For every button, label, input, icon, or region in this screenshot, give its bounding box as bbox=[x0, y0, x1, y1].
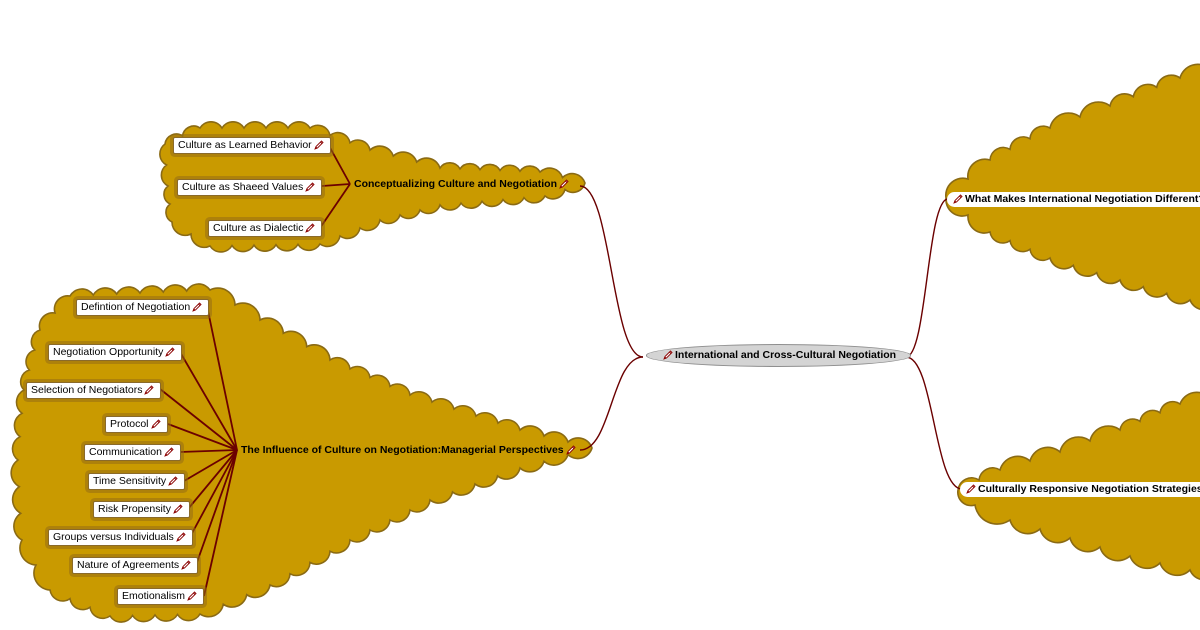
leaf-label: Culture as Learned Behavior bbox=[178, 139, 312, 151]
leaf-label: Communication bbox=[89, 446, 162, 458]
leaf-culture-shared-values[interactable]: Culture as Shaeed Values bbox=[177, 179, 323, 196]
branch-label: The Influence of Culture on Negotiation:… bbox=[241, 444, 564, 456]
pencil-icon[interactable] bbox=[181, 560, 191, 571]
connector-conceptualizing-leaf bbox=[321, 183, 351, 187]
pencil-icon[interactable] bbox=[164, 447, 174, 458]
pencil-icon[interactable] bbox=[565, 445, 576, 456]
pencil-icon[interactable] bbox=[168, 476, 178, 487]
leaf-risk-propensity[interactable]: Risk Propensity bbox=[93, 501, 190, 518]
connector-influence-leaf bbox=[189, 449, 238, 538]
leaf-label: Time Sensitivity bbox=[93, 475, 167, 487]
connector-conceptualizing-leaf bbox=[319, 183, 351, 229]
pencil-icon[interactable] bbox=[192, 302, 202, 313]
branch-label: Conceptualizing Culture and Negotiation bbox=[354, 178, 557, 190]
pencil-icon[interactable] bbox=[305, 223, 316, 234]
pencil-icon[interactable] bbox=[559, 179, 569, 190]
leaf-label: Protocol bbox=[110, 418, 149, 430]
branch-international[interactable]: What Makes International Negotiation Dif… bbox=[947, 192, 1200, 207]
leaf-culture-learned-behavior[interactable]: Culture as Learned Behavior bbox=[173, 137, 331, 154]
connector-influence-leaf bbox=[179, 351, 238, 451]
branch-label: What Makes International Negotiation Dif… bbox=[965, 193, 1200, 205]
leaf-communication[interactable]: Communication bbox=[84, 444, 181, 461]
connector-influence-leaf bbox=[167, 423, 238, 451]
connector-root-responsive bbox=[905, 356, 963, 490]
connector-conceptualizing-leaf bbox=[327, 143, 351, 185]
leaf-label: Culture as Shaeed Values bbox=[182, 181, 304, 193]
connector-root-international bbox=[905, 198, 949, 358]
connector-influence-leaf bbox=[187, 449, 238, 510]
pencil-icon[interactable] bbox=[165, 347, 175, 358]
branch-responsive[interactable]: Culturally Responsive Negotiation Strate… bbox=[960, 482, 1200, 497]
leaf-culture-dialectic[interactable]: Culture as Dialectic bbox=[208, 220, 323, 237]
leaf-label: Nature of Agreements bbox=[77, 559, 180, 571]
pencil-icon[interactable] bbox=[313, 140, 324, 151]
pencil-icon[interactable] bbox=[966, 484, 976, 495]
branch-label: Culturally Responsive Negotiation Strate… bbox=[978, 483, 1200, 495]
pencil-icon[interactable] bbox=[663, 350, 673, 361]
connector-influence-leaf bbox=[195, 449, 238, 566]
connector-root-conceptualizing bbox=[579, 185, 644, 358]
connector-group bbox=[159, 143, 963, 597]
connector-root-influence bbox=[579, 356, 644, 451]
leaf-time-sensitivity[interactable]: Time Sensitivity bbox=[88, 473, 186, 490]
pencil-icon[interactable] bbox=[305, 182, 315, 193]
cloud-conceptualizing bbox=[159, 121, 586, 253]
connector-influence-leaf bbox=[159, 388, 238, 451]
leaf-label: Selection of Negotiators bbox=[31, 384, 143, 396]
pencil-icon[interactable] bbox=[187, 591, 197, 602]
leaf-groups-individuals[interactable]: Groups versus Individuals bbox=[48, 529, 193, 546]
leaf-nature-agreements[interactable]: Nature of Agreements bbox=[72, 557, 199, 574]
cloud-international bbox=[944, 63, 1200, 310]
leaf-selection-negotiators[interactable]: Selection of Negotiators bbox=[26, 382, 162, 399]
cloud-group bbox=[10, 63, 1200, 623]
branch-influence[interactable]: The Influence of Culture on Negotiation:… bbox=[237, 443, 582, 458]
leaf-definition-negotiation[interactable]: Defintion of Negotiation bbox=[76, 299, 210, 316]
pencil-icon[interactable] bbox=[173, 504, 183, 515]
pencil-icon[interactable] bbox=[150, 419, 161, 430]
leaf-negotiation-opportunity[interactable]: Negotiation Opportunity bbox=[48, 344, 183, 361]
leaf-label: Negotiation Opportunity bbox=[53, 346, 164, 358]
leaf-protocol[interactable]: Protocol bbox=[105, 416, 168, 433]
pencil-icon[interactable] bbox=[144, 385, 155, 396]
connector-influence-leaf bbox=[179, 449, 238, 453]
leaf-label: Culture as Dialectic bbox=[213, 222, 304, 234]
branch-conceptualizing[interactable]: Conceptualizing Culture and Negotiation bbox=[350, 177, 575, 192]
leaf-label: Emotionalism bbox=[122, 590, 186, 602]
connector-influence-leaf bbox=[183, 449, 238, 482]
connector-influence-leaf bbox=[203, 449, 238, 597]
pencil-icon[interactable] bbox=[953, 194, 963, 205]
pencil-icon[interactable] bbox=[176, 532, 186, 543]
leaf-emotionalism[interactable]: Emotionalism bbox=[117, 588, 205, 605]
connector-influence-leaf bbox=[206, 305, 238, 451]
leaf-label: Groups versus Individuals bbox=[53, 531, 174, 543]
leaf-label: Defintion of Negotiation bbox=[81, 301, 191, 313]
root-label: International and Cross-Cultural Negotia… bbox=[675, 349, 897, 361]
leaf-label: Risk Propensity bbox=[98, 503, 171, 515]
root-node[interactable]: International and Cross-Cultural Negotia… bbox=[646, 344, 912, 367]
